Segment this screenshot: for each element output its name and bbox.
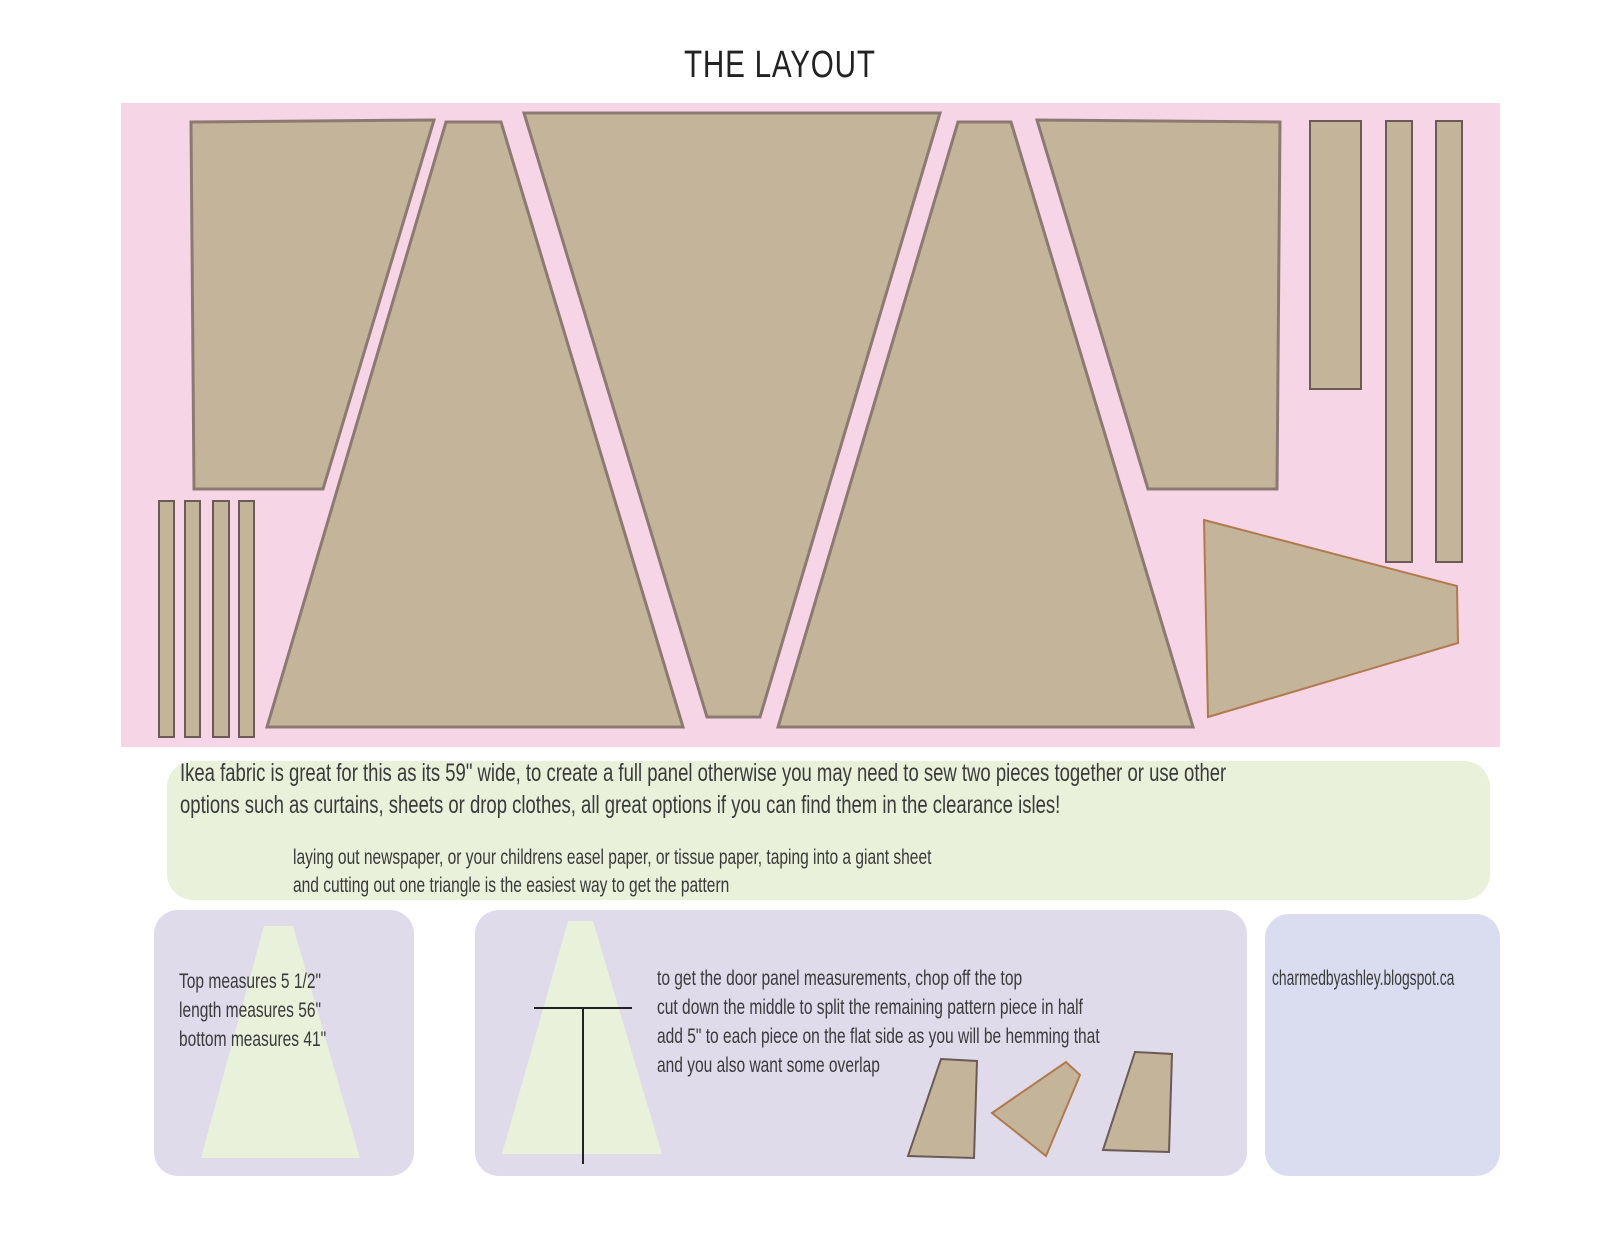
triangle-piece-2	[775, 120, 1196, 729]
door-panel-line3: add 5" to each piece on the flat side as…	[657, 1025, 1100, 1048]
fabric-note-line2: options such as curtains, sheets or drop…	[180, 791, 1061, 819]
strip-piece	[238, 500, 255, 738]
credit-box	[1265, 914, 1500, 1176]
door-panel-line4: and you also want some overlap	[657, 1054, 880, 1077]
triangle-piece-1	[264, 120, 686, 729]
fabric-note-box	[167, 761, 1490, 900]
strip-piece	[1435, 120, 1463, 563]
door-piece-wedge	[990, 1060, 1082, 1158]
door-panel-line1: to get the door panel measurements, chop…	[657, 967, 1023, 990]
pattern-triangle	[201, 926, 360, 1158]
measurement-length: length measures 56"	[179, 999, 322, 1022]
measurement-bottom: bottom measures 41"	[179, 1028, 327, 1051]
triangle-piece-inverted	[521, 111, 943, 719]
side-panel-piece-left	[189, 118, 437, 491]
strip-piece	[1385, 120, 1413, 563]
fabric-note-line1: Ikea fabric is great for this as its 59"…	[180, 759, 1227, 787]
strip-piece	[158, 500, 175, 738]
fabric-note-line3: laying out newspaper, or your childrens …	[293, 846, 932, 869]
door-piece-left	[906, 1057, 979, 1160]
side-panel-piece-right	[1034, 118, 1282, 491]
strip-piece	[212, 500, 230, 738]
door-piece-right	[1101, 1050, 1174, 1154]
strip-piece	[1309, 120, 1362, 390]
fabric-note-line4: and cutting out one triangle is the easi…	[293, 874, 730, 897]
strip-piece	[184, 500, 201, 738]
credit-link[interactable]: charmedbyashley.blogspot.ca	[1272, 967, 1455, 990]
measurement-top: Top measures 5 1/2"	[179, 970, 322, 993]
door-panel-line2: cut down the middle to split the remaini…	[657, 996, 1083, 1019]
page-title: THE LAYOUT	[684, 44, 876, 86]
wedge-piece	[1202, 518, 1460, 719]
